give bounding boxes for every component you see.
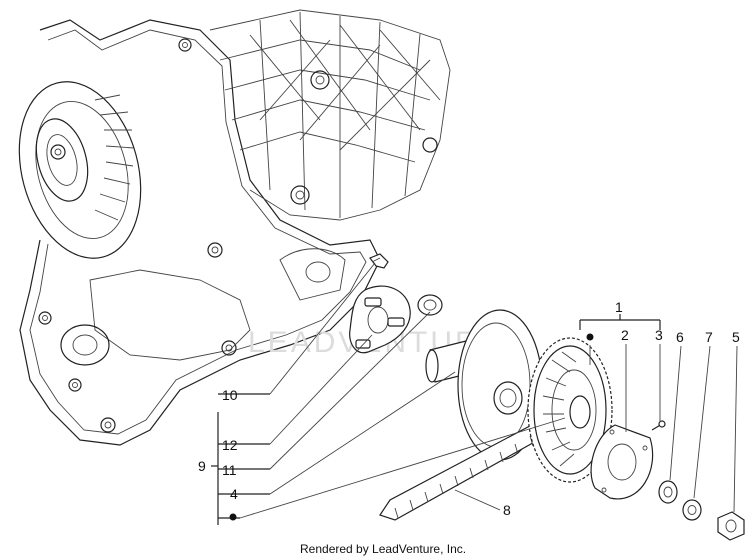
part-12-ramp-plate — [349, 285, 411, 354]
callout-6: 6 — [676, 329, 684, 345]
callout-7: 7 — [705, 329, 713, 345]
callout-3: 3 — [655, 327, 663, 343]
part-11-bushing — [417, 294, 443, 316]
callout-1: 1 — [615, 299, 623, 315]
part-1-fixed-pulley-fan — [527, 337, 613, 483]
callout-5: 5 — [732, 329, 740, 345]
group-marker-dot-top — [586, 333, 594, 341]
part-7-spring-washer — [682, 499, 702, 521]
part-6-washer — [658, 480, 678, 504]
part-10-clip — [369, 253, 389, 269]
callout-10: 10 — [222, 387, 238, 403]
part-5-nut — [717, 511, 745, 541]
footer-credit: Rendered by LeadVenture, Inc. — [300, 542, 466, 556]
callout-11: 11 — [222, 462, 237, 478]
callout-12: 12 — [222, 437, 238, 453]
group-marker-dot-bottom — [229, 513, 237, 521]
part-3-screw — [651, 420, 666, 431]
callout-4: 4 — [230, 486, 238, 502]
callout-2: 2 — [621, 327, 629, 343]
callout-leaders — [211, 262, 738, 525]
part-2-cover-plate — [590, 424, 654, 500]
callout-9: 9 — [198, 458, 206, 474]
callout-8: 8 — [503, 502, 511, 518]
crankcase-housing — [18, 9, 451, 446]
